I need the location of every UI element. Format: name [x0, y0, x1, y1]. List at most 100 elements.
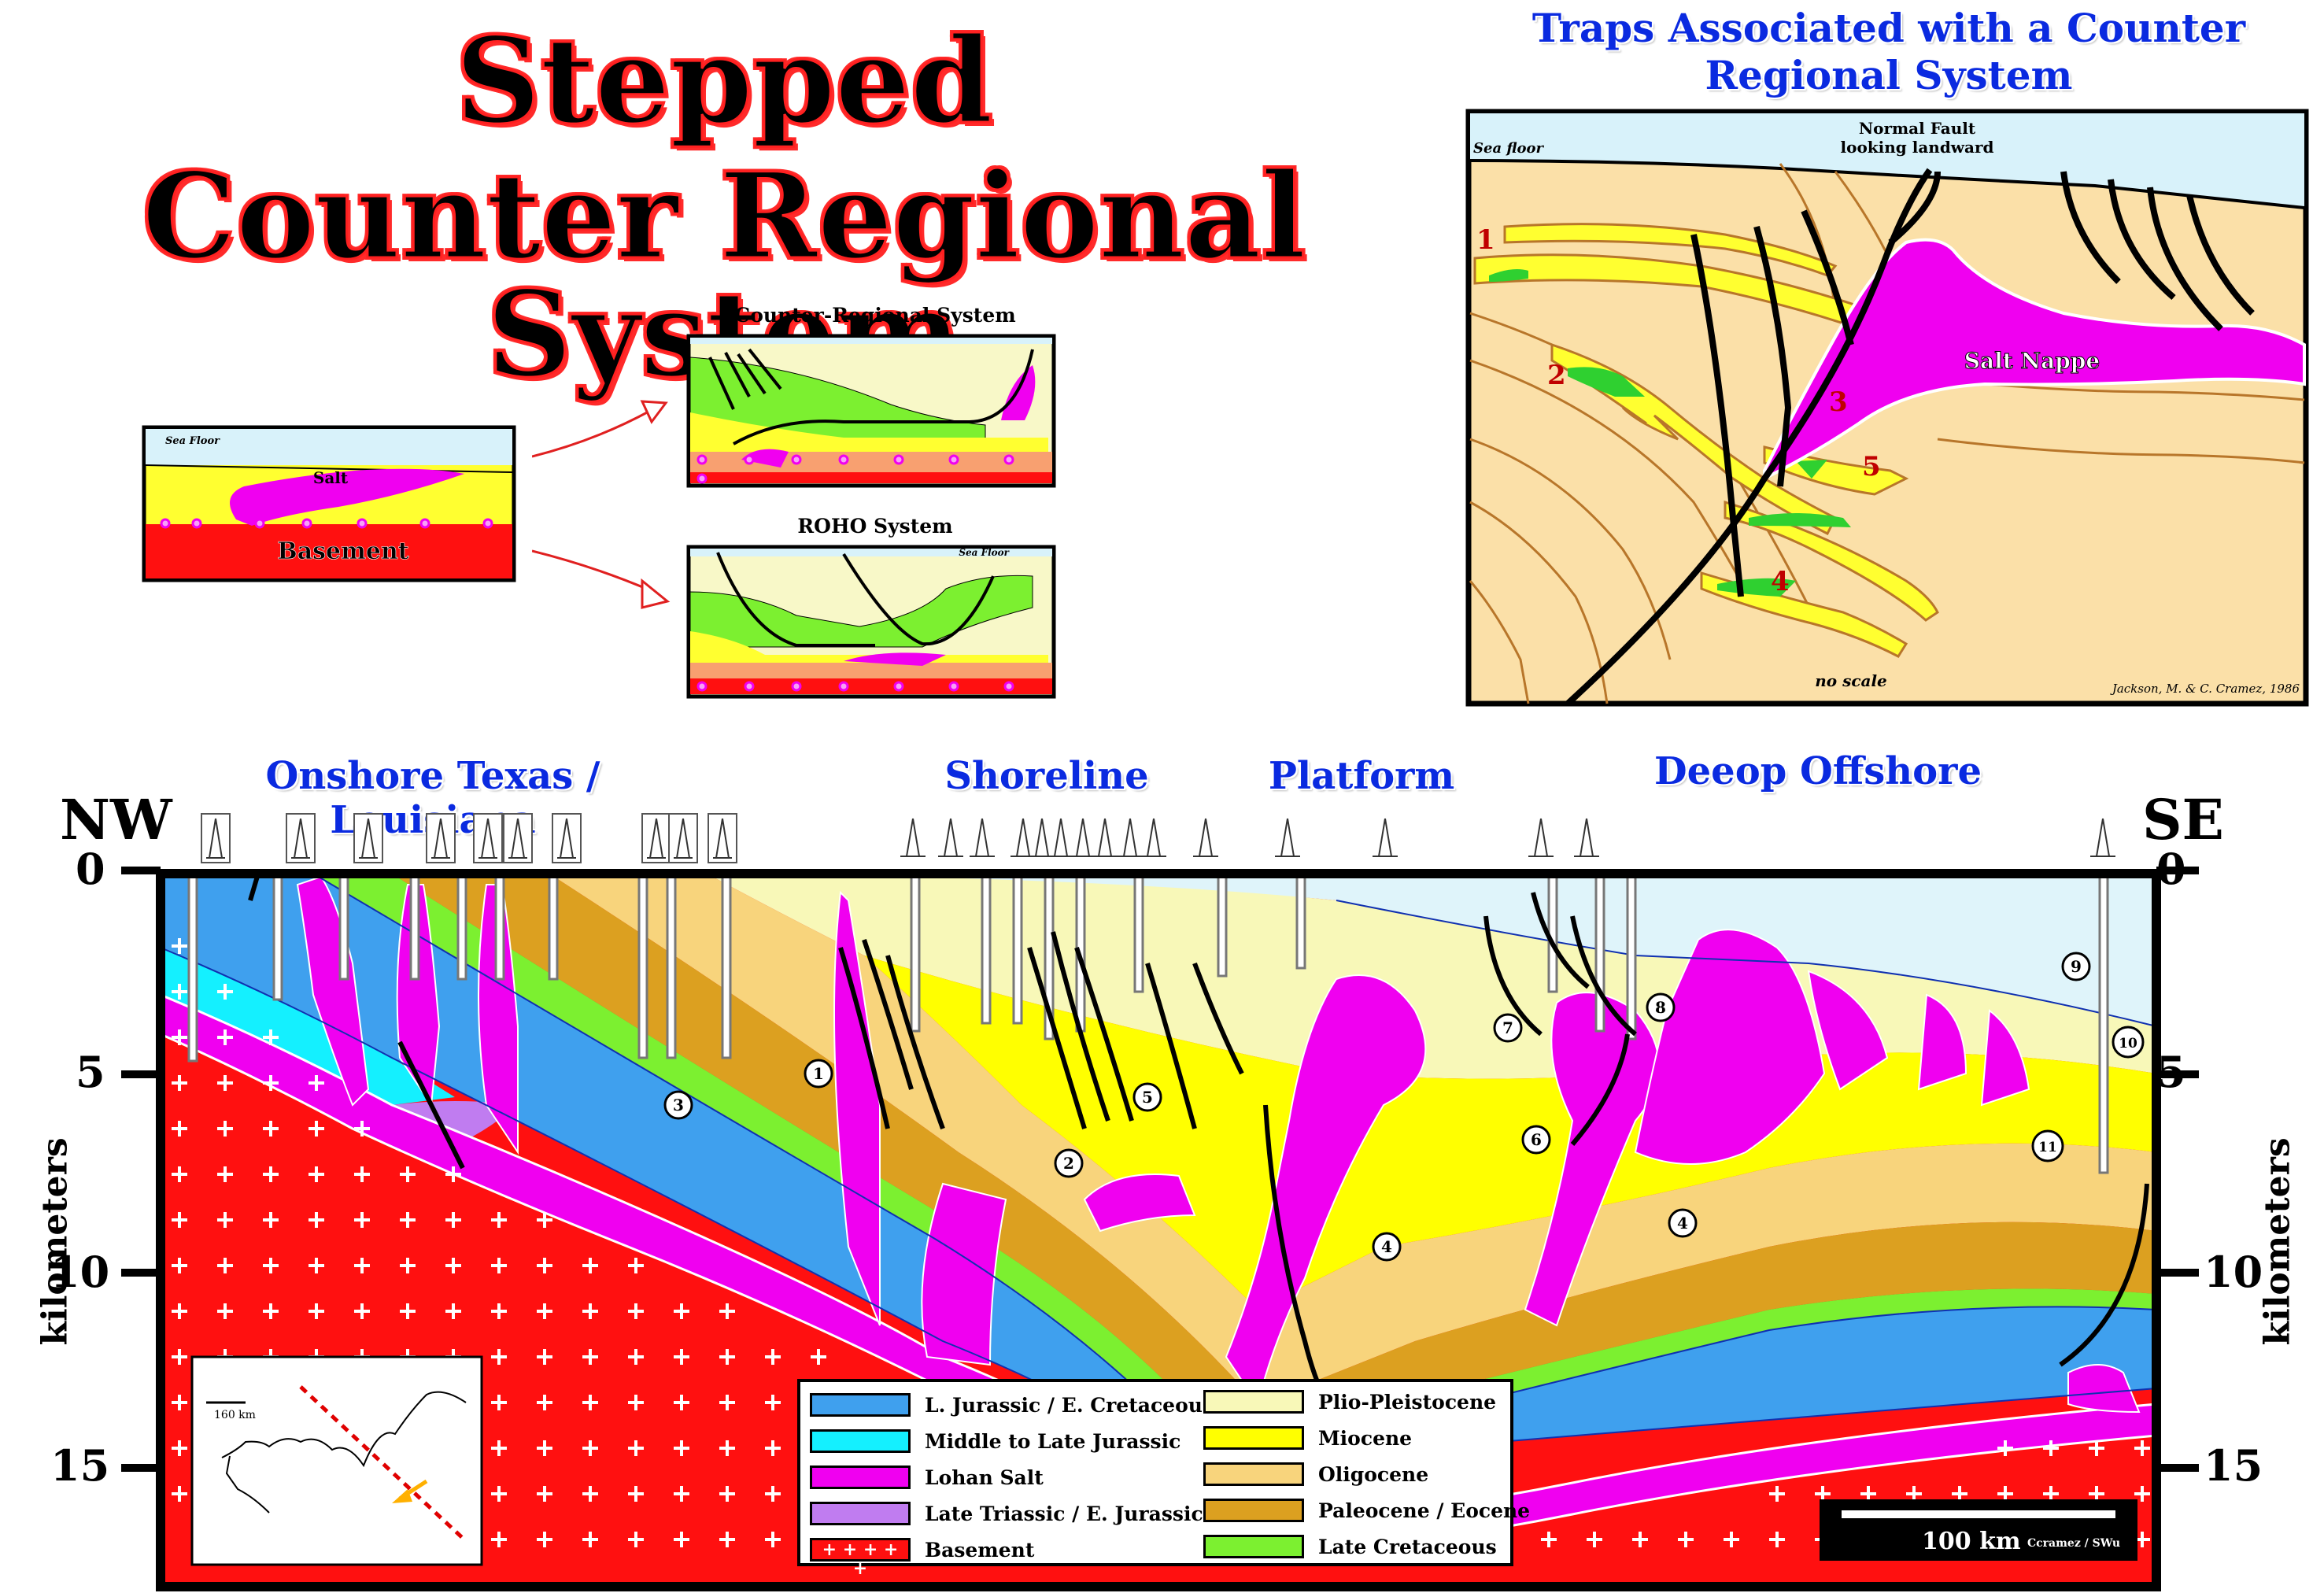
basement-plus-mark [674, 1440, 689, 1456]
basement-plus-mark [1587, 1532, 1602, 1547]
basement-plus-mark [1997, 1440, 2013, 1456]
depth-label-right-10: 10 [2204, 1247, 2263, 1297]
salt-nappe-label: Salt Nappe [1964, 348, 2100, 374]
basement-plus-mark [1997, 1486, 2013, 1502]
basement-plus-mark [217, 1029, 233, 1045]
basement-plus-mark [2089, 1486, 2104, 1502]
nw-label: NW [60, 787, 172, 852]
basement-plus-mark [582, 1349, 598, 1365]
axis-label-right: kilometers [2257, 1137, 2298, 1346]
circle-label-5: 5 [1142, 1088, 1153, 1107]
traps-panel-title-line2: Regional System [1705, 52, 2073, 98]
basement-plus-mark [309, 1303, 324, 1319]
basement-plus-mark [491, 1303, 507, 1319]
legend-label: Paleocene / Eocene [1318, 1499, 1531, 1522]
basement-plus-mark [719, 1395, 735, 1410]
basement-plus-mark [172, 984, 187, 1000]
basement-plus-mark [400, 1212, 416, 1228]
basement-plus-mark [217, 1166, 233, 1182]
depth-label-left-15: 15 [50, 1440, 110, 1491]
basement-plus-mark [217, 1075, 233, 1091]
region-shoreline: Shoreline [944, 754, 1149, 798]
traps-diagram: 1 2 3 4 5 Sea floor Normal Fault looking… [1465, 109, 2309, 707]
depth-tick-left-5 [121, 1070, 161, 1078]
legend-item: + + + + +Basement [810, 1536, 1035, 1578]
circle-label-1: 1 [813, 1064, 824, 1083]
basement-plus-mark [537, 1349, 552, 1365]
basement-plus-mark [1952, 1486, 1967, 1502]
basement-plus-mark [309, 1075, 324, 1091]
basement-plus-mark [628, 1486, 644, 1502]
legend-item: Plio-Pleistocene [1203, 1388, 1496, 1415]
scale-bar: 100 km Ccramez / SWu [1820, 1499, 2137, 1561]
circle-label-2: 2 [1063, 1154, 1074, 1173]
basement-plus-mark [217, 1303, 233, 1319]
circle-label-7: 7 [1502, 1018, 1513, 1037]
legend-item: Middle to Late Jurassic [810, 1428, 1180, 1454]
basement-plus-mark [628, 1440, 644, 1456]
basement-plus-mark [263, 1303, 279, 1319]
legend-label: Basement [925, 1538, 1035, 1562]
depth-label-right-0: 0 [2156, 844, 2186, 894]
basement-plus-mark [1678, 1532, 1694, 1547]
fault-label-line2: looking landward [1841, 138, 1994, 157]
basement-plus-mark [765, 1440, 781, 1456]
basement-plus-mark [445, 1212, 461, 1228]
legend-label: Plio-Pleistocene [1318, 1390, 1497, 1414]
basement-plus-mark [537, 1258, 552, 1273]
legend-swatch [1203, 1535, 1304, 1558]
basement-plus-mark [172, 938, 187, 954]
initial-sea-floor-label: Sea Floor [165, 435, 220, 447]
inset-scale-label: 160 km [214, 1409, 256, 1421]
basement-plus-mark [628, 1532, 644, 1547]
basement-plus-mark [719, 1486, 735, 1502]
arrows [532, 400, 671, 609]
basement-plus-mark [537, 1212, 552, 1228]
basement-plus-mark [1769, 1486, 1785, 1502]
depth-tick-left-10 [121, 1269, 161, 1277]
legend-item: Miocene [1203, 1425, 1412, 1451]
depth-tick-right-0 [2156, 867, 2199, 874]
basement-plus-mark [674, 1532, 689, 1547]
counter-regional-diagram [686, 334, 1056, 488]
roho-diagram: Sea Floor [686, 545, 1056, 699]
legend-label: Late Triassic / E. Jurassic [925, 1502, 1203, 1525]
legend-swatch [810, 1393, 911, 1417]
basement-plus-mark [354, 1166, 370, 1182]
trap-number-1: 1 [1476, 224, 1495, 256]
basement-plus-mark [2043, 1440, 2059, 1456]
depth-label-right-15: 15 [2204, 1440, 2263, 1491]
basement-plus-mark [537, 1440, 552, 1456]
basement-plus-mark [582, 1440, 598, 1456]
basement-plus-mark [172, 1349, 187, 1365]
basement-plus-mark [674, 1303, 689, 1319]
basement-plus-mark [1632, 1532, 1648, 1547]
legend-swatch [1203, 1426, 1304, 1450]
location-inset: 160 km [190, 1355, 483, 1566]
basement-plus-mark [263, 1212, 279, 1228]
basement-plus-mark [765, 1532, 781, 1547]
fault-label-line1: Normal Fault [1859, 119, 1976, 138]
basement-plus-mark [628, 1349, 644, 1365]
basement-plus-mark [172, 1303, 187, 1319]
legend-label: Late Cretaceous [1318, 1535, 1497, 1558]
basement-plus-mark [172, 1395, 187, 1410]
basement-plus-mark [2043, 1486, 2059, 1502]
legend-label: Miocene [1318, 1426, 1413, 1450]
scale-bar-line [1842, 1510, 2115, 1518]
basement-plus-mark [491, 1258, 507, 1273]
basement-plus-mark [400, 1303, 416, 1319]
se-label: SE [2142, 787, 2224, 852]
basement-plus-mark [1815, 1486, 1831, 1502]
traps-panel-title-line1: Traps Associated with a Counter [1531, 5, 2246, 51]
basement-plus-mark [217, 984, 233, 1000]
depth-label-left-5: 5 [76, 1047, 105, 1097]
basement-plus-mark [491, 1395, 507, 1410]
legend-swatch [810, 1429, 911, 1453]
basement-plus-mark [2089, 1440, 2104, 1456]
main-title-line1: Stepped [454, 12, 994, 150]
basement-plus-mark [811, 1349, 826, 1365]
basement-plus-mark [582, 1258, 598, 1273]
no-scale-label: no scale [1815, 671, 1887, 690]
basement-plus-mark [445, 1166, 461, 1182]
